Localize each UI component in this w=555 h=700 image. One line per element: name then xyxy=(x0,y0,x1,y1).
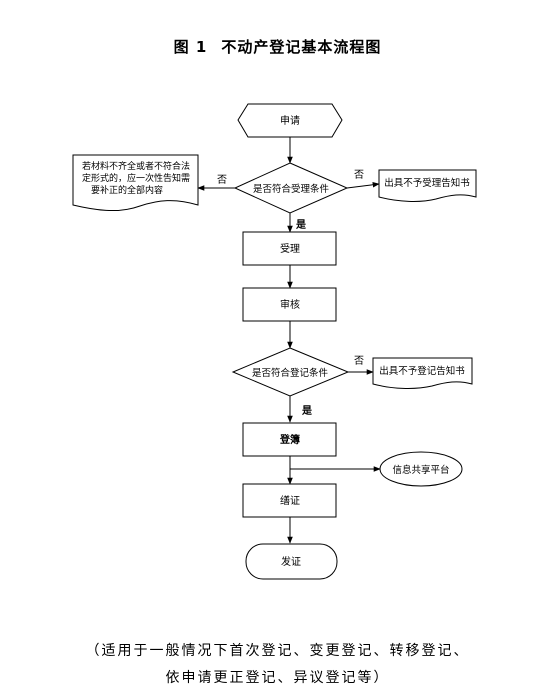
figure-title: 图 1 不动产登记基本流程图 xyxy=(0,36,555,57)
node-check-register-shape xyxy=(231,347,350,397)
node-share-platform-shape xyxy=(379,451,463,487)
node-reject-accept-shape xyxy=(378,169,477,202)
node-supplement-line-3: 要补正的全部内容 xyxy=(91,184,163,196)
node-apply-label: 申请 xyxy=(280,114,300,127)
node-supplement-line-2: 定形式的，应一次性告知需 xyxy=(82,172,190,184)
edge-check-accept-to-reject xyxy=(346,182,380,189)
node-apply-shape xyxy=(237,103,343,138)
figure-title-text: 不动产登记基本流程图 xyxy=(221,38,382,56)
node-certify-shape xyxy=(242,483,337,518)
label-yes-register: 是 xyxy=(301,405,312,417)
label-yes-accept: 是 xyxy=(295,219,306,231)
node-check-register-label: 是否符合登记条件 xyxy=(252,367,329,379)
node-review-label: 审核 xyxy=(280,298,300,311)
node-supplement-shape xyxy=(72,154,199,212)
node-certify-label: 缮证 xyxy=(280,494,300,507)
label-no-register: 否 xyxy=(354,355,364,367)
node-check-accept-label: 是否符合受理条件 xyxy=(253,183,330,195)
node-review-shape xyxy=(242,287,337,322)
node-share-platform-label: 信息共享平台 xyxy=(392,464,449,476)
node-issue-label: 发证 xyxy=(281,555,301,568)
node-accept-shape xyxy=(242,231,337,266)
node-register-shape xyxy=(242,422,337,457)
node-reject-register-label: 出具不予登记告知书 xyxy=(379,365,465,377)
scope-note-line-2: 依申请更正登记、异议登记等） xyxy=(165,670,390,686)
node-reject-register-shape xyxy=(372,357,473,389)
node-accept-label: 受理 xyxy=(280,243,300,255)
node-issue-shape xyxy=(245,543,338,580)
node-check-accept-shape xyxy=(233,162,349,214)
node-register-label: 登簿 xyxy=(279,433,300,446)
label-no-right: 否 xyxy=(354,169,364,181)
node-supplement-line-1: 若材料不齐全或者不符合法 xyxy=(82,160,190,172)
figure-label: 图 1 xyxy=(173,38,208,56)
label-no-left: 否 xyxy=(217,174,227,186)
node-reject-accept-label: 出具不予受理告知书 xyxy=(384,177,470,189)
edges xyxy=(197,137,381,544)
scope-note-line-1: （适用于一般情况下首次登记、变更登记、转移登记、 xyxy=(85,643,470,659)
